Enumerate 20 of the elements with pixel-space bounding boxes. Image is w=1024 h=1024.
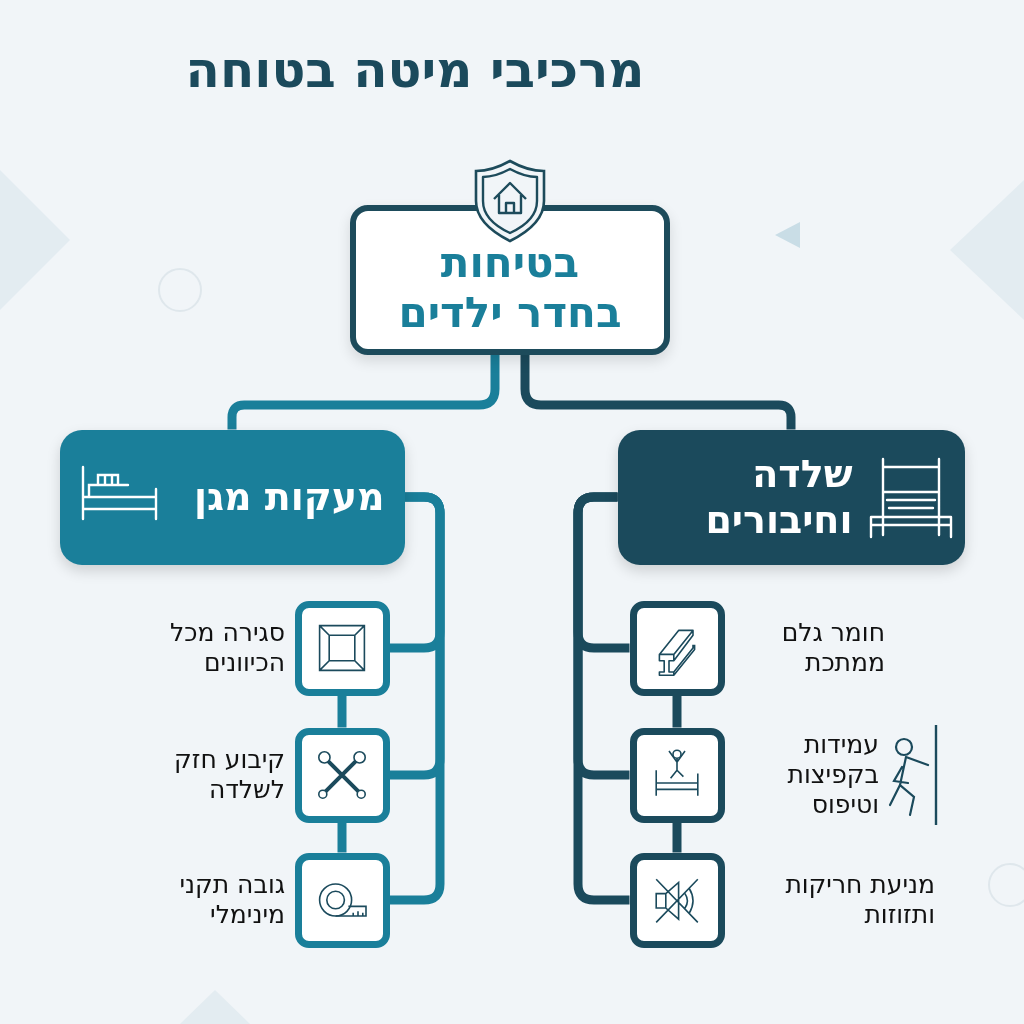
connector-line (672, 822, 682, 853)
item-label: מניעת חריקות ותזוזות (784, 870, 935, 930)
title: מרכיבי מיטה בטוחה (184, 40, 646, 100)
item-label: עמידות בקפיצות וטיפוס (786, 730, 879, 820)
item-label: סגירה מכל הכיוונים (169, 618, 285, 678)
connector-line (573, 492, 630, 905)
connector-line (672, 695, 682, 728)
item-label: קיבוע חזק לשלדה (173, 745, 285, 805)
category-box (59, 429, 405, 565)
connector-line (389, 492, 445, 905)
category-title: שלדה וחיבורים (704, 451, 853, 543)
connector-line (337, 695, 347, 728)
item-label: גובה תקני מינימלי (178, 870, 285, 930)
connector-line (227, 355, 500, 430)
connector-line (337, 822, 347, 853)
category-title: מעקות מגן (192, 474, 385, 520)
category-box (617, 429, 965, 565)
topic-title: בטיחות בחדר ילדים (397, 238, 623, 338)
connector-line (520, 355, 796, 430)
item-label: חומר גלם ממתכת (780, 618, 885, 678)
